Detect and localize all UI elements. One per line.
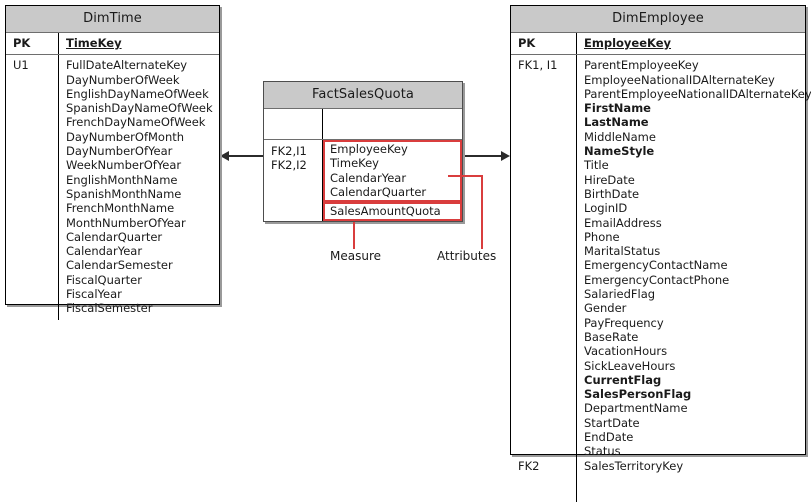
fact-sales-quota-pk-field [322, 109, 462, 139]
field-name: HireDate [584, 172, 635, 187]
field-name: MiddleName [584, 129, 656, 144]
field-name: BirthDate [584, 186, 640, 201]
key-column-spacer [518, 73, 570, 459]
field-name: ParentEmployeeNationalIDAlternateKey [584, 86, 811, 101]
field-name: MonthNumberOfYear [66, 215, 186, 230]
field-name: FirstName [584, 101, 651, 116]
field-name: FiscalSemester [66, 301, 153, 316]
field-name: StartDate [584, 415, 640, 430]
dim-time-pk-field: TimeKey [58, 33, 219, 55]
field-name: Status [584, 444, 621, 459]
field-name: SalariedFlag [584, 287, 656, 302]
field-name: ParentEmployeeKey [584, 58, 699, 73]
field-name: EnglishDayNameOfWeek [66, 86, 209, 101]
field-name: LastName [584, 115, 649, 130]
field-name: BaseRate [584, 329, 639, 344]
field-name: DayNumberOfMonth [66, 129, 185, 144]
entity-title-dim-time: DimTime [6, 6, 219, 33]
field-name: EmergencyContactPhone [584, 272, 730, 287]
field-name: DayNumberOfYear [66, 144, 173, 159]
field-name: DepartmentName [584, 401, 688, 416]
entity-dim-time[interactable]: DimTime PK TimeKey U1 FullDateAlternateK… [5, 5, 220, 320]
relationship-arrow-dimemployee [501, 151, 510, 161]
dim-time-pk-label: PK [13, 36, 31, 50]
field-name: CurrentFlag [584, 372, 662, 387]
dim-employee-fk1-label: FK1, I1 [518, 58, 558, 73]
dim-time-attr-key-label: U1 [13, 58, 29, 73]
dim-employee-pk-field: EmployeeKey [576, 33, 805, 55]
relationship-arrow-dimtime [220, 151, 229, 161]
dim-time-pk-row: PK TimeKey [6, 33, 219, 55]
field-name: CalendarSemester [66, 258, 173, 273]
field-name: FrenchMonthName [66, 201, 175, 216]
relationship-line-dimemployee [462, 155, 502, 157]
field-name: EmployeeKey [330, 142, 408, 156]
field-name: FullDateAlternateKey [66, 58, 188, 73]
entity-title-dim-employee: DimEmployee [511, 6, 805, 33]
field-name: PayFrequency [584, 315, 664, 330]
field-name: EmailAddress [584, 215, 662, 230]
field-name: EmergencyContactName [584, 258, 728, 273]
field-name: DayNumberOfWeek [66, 72, 180, 87]
measure-annotation-label: Measure [330, 249, 381, 263]
attributes-leader-line-vertical-stub [481, 175, 483, 249]
field-name: SalesPersonFlag [584, 387, 692, 402]
field-name: CalendarYear [66, 244, 143, 259]
field-name: MaritalStatus [584, 244, 661, 259]
field-name: EndDate [584, 430, 634, 445]
field-name: TimeKey [330, 156, 379, 171]
field-name: WeekNumberOfYear [66, 158, 182, 173]
field-name: LoginID [584, 201, 628, 216]
field-name: Title [584, 158, 609, 173]
measure-leader-line [353, 222, 355, 249]
field-name: CalendarQuarter [330, 184, 427, 199]
field-name: FK2,I2 [271, 158, 307, 173]
diagram-canvas: DimTime PK TimeKey U1 FullDateAlternateK… [5, 5, 811, 502]
fact-sales-quota-pk-label [264, 109, 322, 139]
field-name: FiscalQuarter [66, 272, 142, 287]
field-name: SpanishMonthName [66, 186, 182, 201]
attributes-annotation-label: Attributes [437, 249, 497, 263]
field-name: Phone [584, 229, 620, 244]
field-name: EmployeeNationalIDAlternateKey [584, 72, 775, 87]
field-name: NameStyle [584, 144, 655, 159]
entity-dim-employee[interactable]: DimEmployee PK EmployeeKey FK1, I1 FK2 Pa… [510, 5, 811, 502]
field-name: SalesAmountQuota [330, 204, 441, 219]
field-name: CalendarYear [330, 170, 407, 185]
field-name: VacationHours [584, 344, 668, 359]
field-name: SickLeaveHours [584, 358, 676, 373]
field-name: EnglishMonthName [66, 172, 178, 187]
fact-sales-quota-measures-box: SalesAmountQuota [323, 202, 462, 222]
fact-sales-quota-pk-row [264, 109, 462, 139]
dim-employee-key-labels: FK1, I1 FK2 [511, 55, 576, 502]
attributes-leader-line-horizontal [448, 175, 483, 177]
field-name: FiscalYear [66, 287, 122, 302]
dim-employee-fk2-label: FK2 [518, 458, 540, 473]
field-name: SalesTerritoryKey [584, 458, 684, 473]
field-name: CalendarQuarter [66, 229, 163, 244]
field-name: FrenchDayNameOfWeek [66, 115, 206, 130]
relationship-line-dimtime [228, 155, 264, 157]
dim-employee-pk-label: PK [518, 36, 536, 50]
field-name: SpanishDayNameOfWeek [66, 101, 213, 116]
field-name: FK2,I1 [271, 144, 307, 158]
entity-title-fact-sales-quota: FactSalesQuota [264, 82, 462, 109]
dim-employee-pk-row: PK EmployeeKey [511, 33, 805, 55]
field-name: Gender [584, 301, 627, 316]
